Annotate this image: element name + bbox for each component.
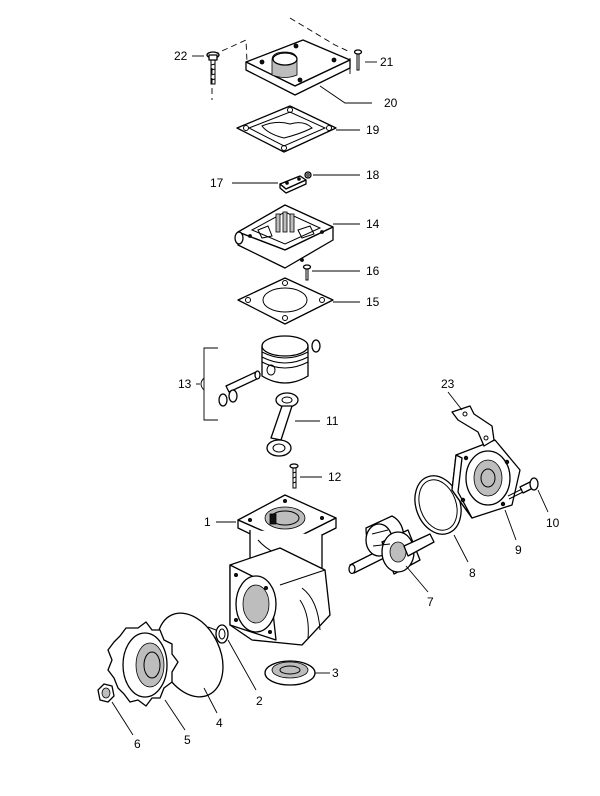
- label-23: 23: [441, 377, 455, 391]
- o-ring-part-8: [414, 475, 462, 535]
- nut-part-6: [97, 683, 115, 703]
- screw-part-22: [206, 51, 220, 85]
- label-11: 11: [326, 414, 339, 428]
- screw-part-12: [289, 463, 299, 489]
- connecting-rod-part-11: [266, 392, 299, 457]
- label-13: 13: [178, 377, 192, 391]
- bearing-cover-part-9: [451, 439, 521, 519]
- piston-part-13: [261, 335, 309, 384]
- label-10: 10: [546, 516, 560, 530]
- label-16: 16: [366, 264, 380, 278]
- label-1: 1: [204, 515, 211, 529]
- label-7: 7: [427, 595, 434, 609]
- gear-part-5: [107, 621, 179, 707]
- label-2: 2: [256, 694, 263, 708]
- head-gasket-part-19: [236, 105, 337, 153]
- bracket-part-23: [451, 405, 495, 447]
- piston-ring-clips-lower: [218, 389, 238, 407]
- label-9: 9: [515, 543, 522, 557]
- nut-part-18: [304, 171, 312, 179]
- label-20: 20: [384, 96, 398, 110]
- label-8: 8: [469, 566, 476, 580]
- seal-part-3: [264, 660, 316, 686]
- screw-part-10: [507, 477, 539, 500]
- crankcase-part-1: [229, 494, 337, 646]
- label-17: 17: [210, 176, 224, 190]
- label-22: 22: [174, 49, 188, 63]
- label-5: 5: [184, 733, 191, 747]
- part-labels: 22 21 20 19 18 17 14 16 15 13 11 12 1 2 …: [134, 49, 560, 751]
- group-bracket-13: [196, 347, 218, 421]
- label-6: 6: [134, 737, 141, 751]
- screw-part-16: [302, 264, 312, 281]
- head-cover-part-20: [211, 17, 351, 100]
- label-21: 21: [380, 55, 394, 69]
- label-12: 12: [328, 470, 342, 484]
- piston-ring-clip-upper: [311, 339, 321, 353]
- label-18: 18: [366, 168, 380, 182]
- valve-plate-part-14: [234, 204, 334, 269]
- label-15: 15: [366, 295, 380, 309]
- label-14: 14: [366, 217, 380, 231]
- cylinder-gasket-part-15: [237, 277, 334, 325]
- piston-pin: [225, 370, 261, 393]
- label-3: 3: [332, 666, 339, 680]
- crankshaft-part-7: [348, 515, 435, 575]
- label-19: 19: [366, 123, 380, 137]
- label-4: 4: [216, 716, 223, 730]
- leader-lines: [111, 55, 549, 736]
- screw-part-21: [353, 49, 363, 71]
- valve-stop-part-17: [279, 175, 307, 194]
